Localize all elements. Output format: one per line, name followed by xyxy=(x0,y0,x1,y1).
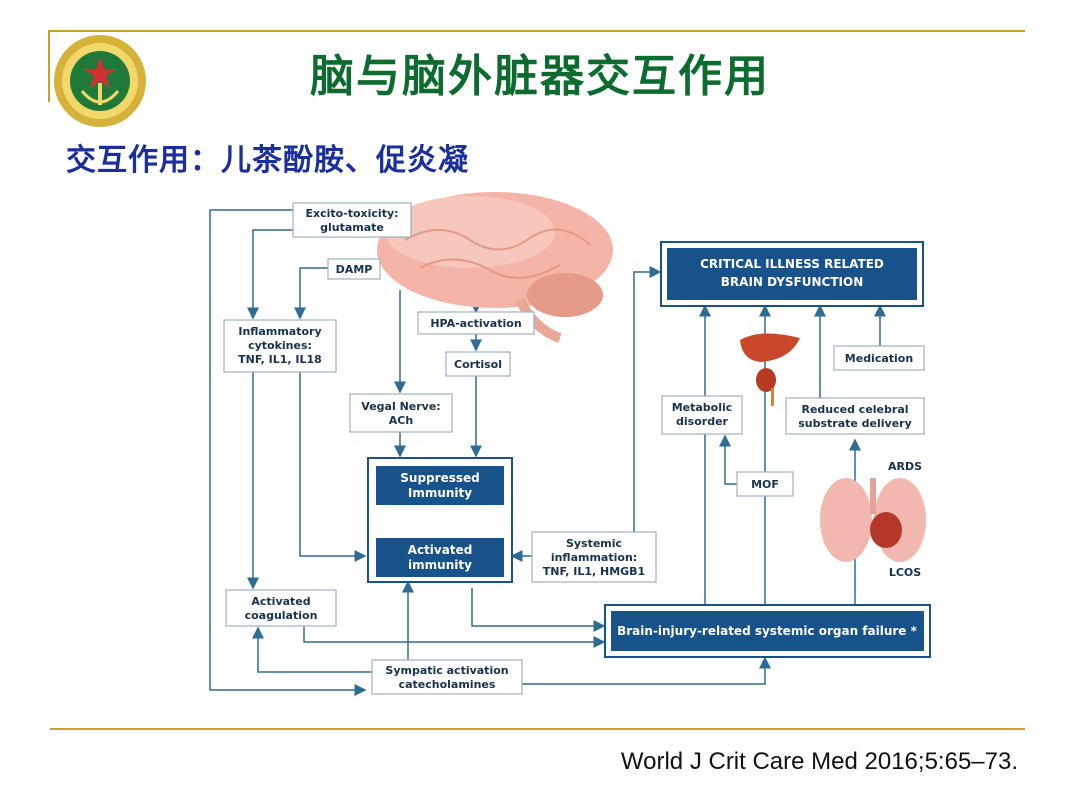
box-organ-failure: Brain-injury-related systemic organ fail… xyxy=(604,604,931,658)
svg-text:Immunity: Immunity xyxy=(408,486,472,500)
citation: World J Crit Care Med 2016;5:65–73. xyxy=(620,748,1018,775)
svg-text:Metabolic: Metabolic xyxy=(672,401,733,414)
box-hpa-activation: HPA-activation xyxy=(417,311,535,335)
svg-text:Sympatic activation: Sympatic activation xyxy=(385,664,508,677)
svg-text:coagulation: coagulation xyxy=(245,609,318,622)
svg-text:ACh: ACh xyxy=(389,414,413,427)
svg-text:Activated: Activated xyxy=(408,543,473,557)
box-systemic-inflammation: Systemic inflammation: TNF, IL1, HMGB1 xyxy=(531,531,657,583)
svg-text:cytokines:: cytokines: xyxy=(248,339,312,352)
box-cortisol: Cortisol xyxy=(445,351,511,377)
box-activated-coagulation: Activated coagulation xyxy=(225,589,337,627)
svg-text:TNF, IL1, IL18: TNF, IL1, IL18 xyxy=(238,353,322,366)
box-critical-illness: CRITICAL ILLNESS RELATED BRAIN DYSFUNCTI… xyxy=(660,241,924,307)
immunity-group: Suppressed Immunity Activated immunity xyxy=(367,457,513,583)
label-ards: ARDS xyxy=(888,460,922,473)
svg-text:disorder: disorder xyxy=(676,415,729,428)
top-divider xyxy=(50,30,1025,32)
liver-kidney-icon xyxy=(740,333,800,406)
svg-text:Brain-injury-related systemic: Brain-injury-related systemic organ fail… xyxy=(617,624,918,638)
lungs-heart-icon xyxy=(820,478,926,562)
svg-text:TNF, IL1, HMGB1: TNF, IL1, HMGB1 xyxy=(543,565,645,578)
slide-title: 脑与脑外脏器交互作用 xyxy=(310,51,770,102)
connector-arrows xyxy=(209,209,886,696)
svg-text:Inflammatory: Inflammatory xyxy=(238,325,321,338)
svg-text:catecholamines: catecholamines xyxy=(399,678,496,691)
svg-text:Activated: Activated xyxy=(251,595,310,608)
bottom-divider xyxy=(50,728,1025,730)
box-reduced-substrate: Reduced celebral substrate delivery xyxy=(785,397,925,435)
brain-illustration xyxy=(377,192,613,343)
svg-text:Systemic: Systemic xyxy=(566,537,622,550)
box-excito-toxicity: Excito-toxicity: glutamate xyxy=(292,202,412,238)
svg-text:MOF: MOF xyxy=(751,478,779,491)
svg-text:Excito-toxicity:: Excito-toxicity: xyxy=(305,207,398,220)
box-mof: MOF xyxy=(736,471,794,497)
box-inflammatory-cytokines: Inflammatory cytokines: TNF, IL1, IL18 xyxy=(223,319,337,373)
svg-text:immunity: immunity xyxy=(408,558,472,572)
svg-text:HPA-activation: HPA-activation xyxy=(430,317,521,330)
svg-text:Medication: Medication xyxy=(845,352,913,365)
box-vagal-nerve: Vegal Nerve: ACh xyxy=(349,393,453,433)
box-damp: DAMP xyxy=(327,258,381,280)
label-lcos: LCOS xyxy=(889,566,921,579)
svg-text:Cortisol: Cortisol xyxy=(454,358,502,371)
left-accent-bar xyxy=(48,30,50,102)
box-sympatic-activation: Sympatic activation catecholamines xyxy=(371,659,523,695)
svg-text:Suppressed: Suppressed xyxy=(400,471,479,485)
svg-text:Vegal Nerve:: Vegal Nerve: xyxy=(361,400,440,413)
svg-text:Reduced celebral: Reduced celebral xyxy=(801,403,908,416)
svg-text:glutamate: glutamate xyxy=(320,221,384,234)
box-metabolic-disorder: Metabolic disorder xyxy=(661,395,743,435)
slide-subtitle: 交互作用：儿茶酚胺、促炎凝 xyxy=(66,143,469,178)
svg-text:DAMP: DAMP xyxy=(336,263,373,276)
svg-text:substrate delivery: substrate delivery xyxy=(798,417,912,430)
svg-text:CRITICAL ILLNESS RELATED: CRITICAL ILLNESS RELATED xyxy=(700,257,884,271)
svg-text:BRAIN DYSFUNCTION: BRAIN DYSFUNCTION xyxy=(721,275,863,289)
box-medication: Medication xyxy=(833,345,925,371)
emblem-logo xyxy=(54,35,146,127)
svg-text:inflammation:: inflammation: xyxy=(551,551,637,564)
